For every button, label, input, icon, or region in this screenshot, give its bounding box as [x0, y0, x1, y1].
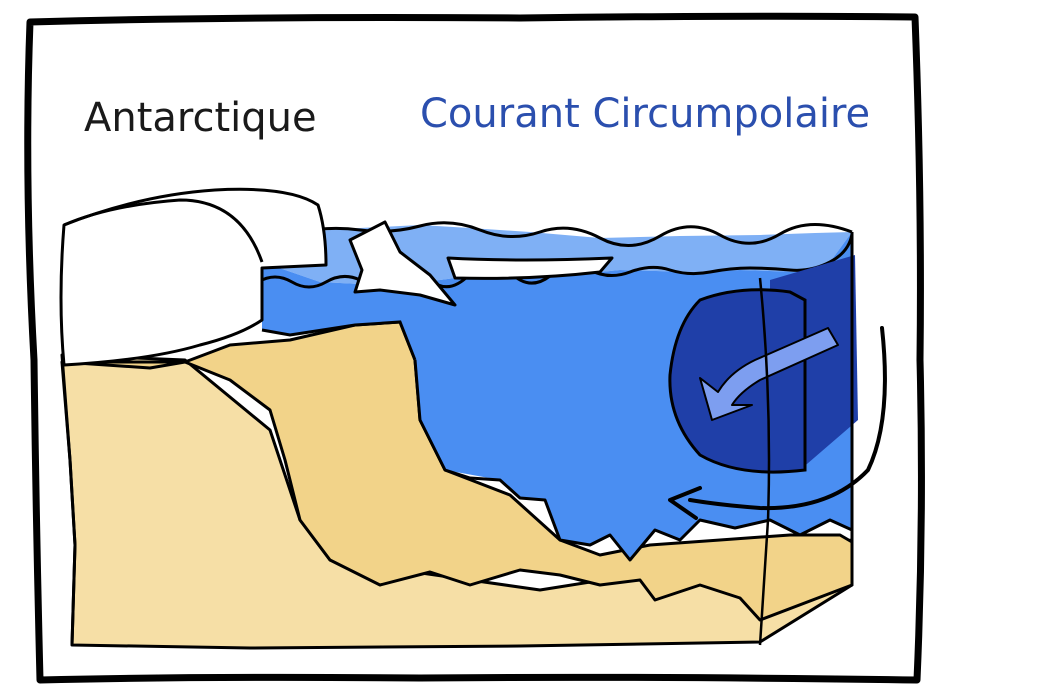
shelf-edge-outline [261, 320, 417, 361]
antarctica-label: Antarctique [84, 95, 317, 141]
loop-arrowhead [668, 486, 702, 520]
sketch-frame [24, 12, 925, 684]
section-line [758, 277, 771, 646]
seabed-outline [413, 359, 853, 562]
ice-sheet-back-edge [63, 198, 264, 263]
surface-back-line [299, 221, 853, 248]
ice-sheet [59, 187, 328, 367]
block-front-left-edge [60, 361, 77, 646]
loop-arrow-icon [688, 326, 887, 511]
circumpolar-current-label: Courant Circumpolaire [420, 91, 871, 137]
curved-arrow-icon [699, 327, 839, 421]
ice-shelf [446, 256, 614, 280]
iceberg [348, 220, 457, 307]
